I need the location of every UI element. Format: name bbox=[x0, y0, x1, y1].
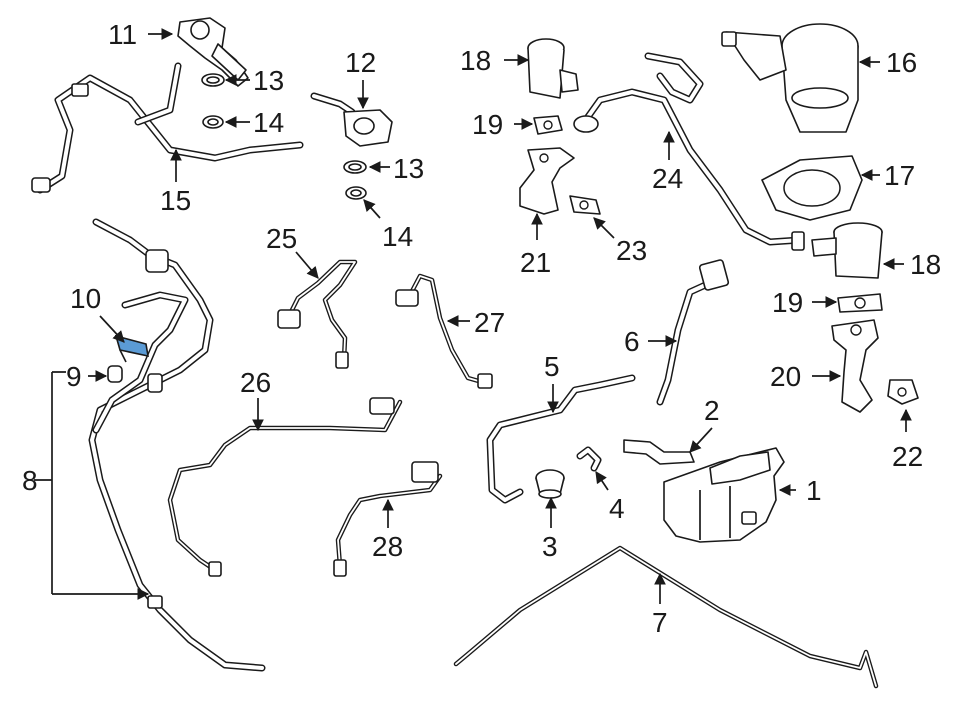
callout-3: 3 bbox=[542, 531, 558, 562]
callout-1: 1 bbox=[806, 475, 822, 506]
callout-numbers: 11 13 14 15 12 13 14 18 19 21 23 24 16 1… bbox=[22, 19, 941, 638]
callout-14-left: 14 bbox=[253, 107, 284, 138]
callout-13-left: 13 bbox=[253, 65, 284, 96]
part-14-oring-left bbox=[202, 115, 224, 129]
callout-25: 25 bbox=[266, 223, 297, 254]
callout-14-center: 14 bbox=[382, 221, 413, 252]
part-2-bracket bbox=[623, 439, 695, 465]
callout-2: 2 bbox=[704, 395, 720, 426]
part-1-canister bbox=[663, 447, 785, 543]
callout-16: 16 bbox=[886, 47, 917, 78]
part-5-tube bbox=[486, 374, 636, 504]
leader-lines bbox=[88, 28, 912, 604]
part-14-oring-center bbox=[345, 186, 367, 200]
part-19-gasket-top bbox=[533, 115, 563, 135]
part-10-sensor-highlighted bbox=[114, 334, 149, 363]
part-20-pipe bbox=[831, 319, 879, 413]
part-3-grommet bbox=[535, 469, 565, 499]
callout-12: 12 bbox=[345, 47, 376, 78]
callout-18-top: 18 bbox=[460, 45, 491, 76]
part-9-cap bbox=[107, 365, 123, 383]
callout-22: 22 bbox=[892, 441, 923, 472]
callout-18-lower: 18 bbox=[910, 249, 941, 280]
part-7-line bbox=[453, 545, 879, 689]
callout-5: 5 bbox=[544, 351, 560, 382]
callout-26: 26 bbox=[240, 367, 271, 398]
part-27-sensor-harness bbox=[395, 273, 493, 389]
part-25-sensor-harness bbox=[277, 259, 358, 369]
callout-19-top: 19 bbox=[472, 109, 503, 140]
callout-7: 7 bbox=[652, 607, 668, 638]
part-15-hose bbox=[31, 62, 304, 194]
part-17-gasket bbox=[761, 155, 863, 221]
callout-23: 23 bbox=[616, 235, 647, 266]
part-28-sensor-harness bbox=[333, 461, 443, 577]
callout-13-center: 13 bbox=[393, 153, 424, 184]
part-24-air-hose bbox=[573, 52, 805, 251]
callout-21: 21 bbox=[520, 247, 551, 278]
part-13-oring-left bbox=[201, 73, 225, 87]
part-23-gasket bbox=[569, 195, 601, 215]
part-16-air-pump bbox=[721, 23, 859, 133]
callout-9: 9 bbox=[66, 361, 82, 392]
part-26-sensor-harness bbox=[167, 397, 403, 577]
callout-10: 10 bbox=[70, 283, 101, 314]
part-4-clip bbox=[576, 446, 602, 472]
callout-28: 28 bbox=[372, 531, 403, 562]
part-19-gasket-lower bbox=[837, 293, 883, 313]
part-11-fitting bbox=[177, 17, 249, 87]
part-13-oring-center bbox=[343, 160, 367, 174]
callout-17: 17 bbox=[884, 160, 915, 191]
part-6-tube bbox=[656, 259, 730, 406]
part-21-fitting bbox=[519, 147, 575, 215]
callout-8: 8 bbox=[22, 465, 38, 496]
callout-15: 15 bbox=[160, 185, 191, 216]
callout-24: 24 bbox=[652, 163, 683, 194]
callout-4: 4 bbox=[609, 493, 625, 524]
part-8-pipe-assembly bbox=[88, 218, 266, 672]
callout-6: 6 bbox=[624, 326, 640, 357]
part-22-gasket bbox=[887, 379, 919, 405]
part-12-valve bbox=[310, 92, 393, 147]
callout-20: 20 bbox=[770, 361, 801, 392]
callout-11: 11 bbox=[108, 19, 137, 50]
part-18-valve-lower bbox=[811, 222, 883, 279]
part-18-valve-top bbox=[527, 38, 579, 99]
part-8-bracket-leader bbox=[34, 371, 148, 594]
callout-27: 27 bbox=[474, 307, 505, 338]
callout-19-lower: 19 bbox=[772, 287, 803, 318]
